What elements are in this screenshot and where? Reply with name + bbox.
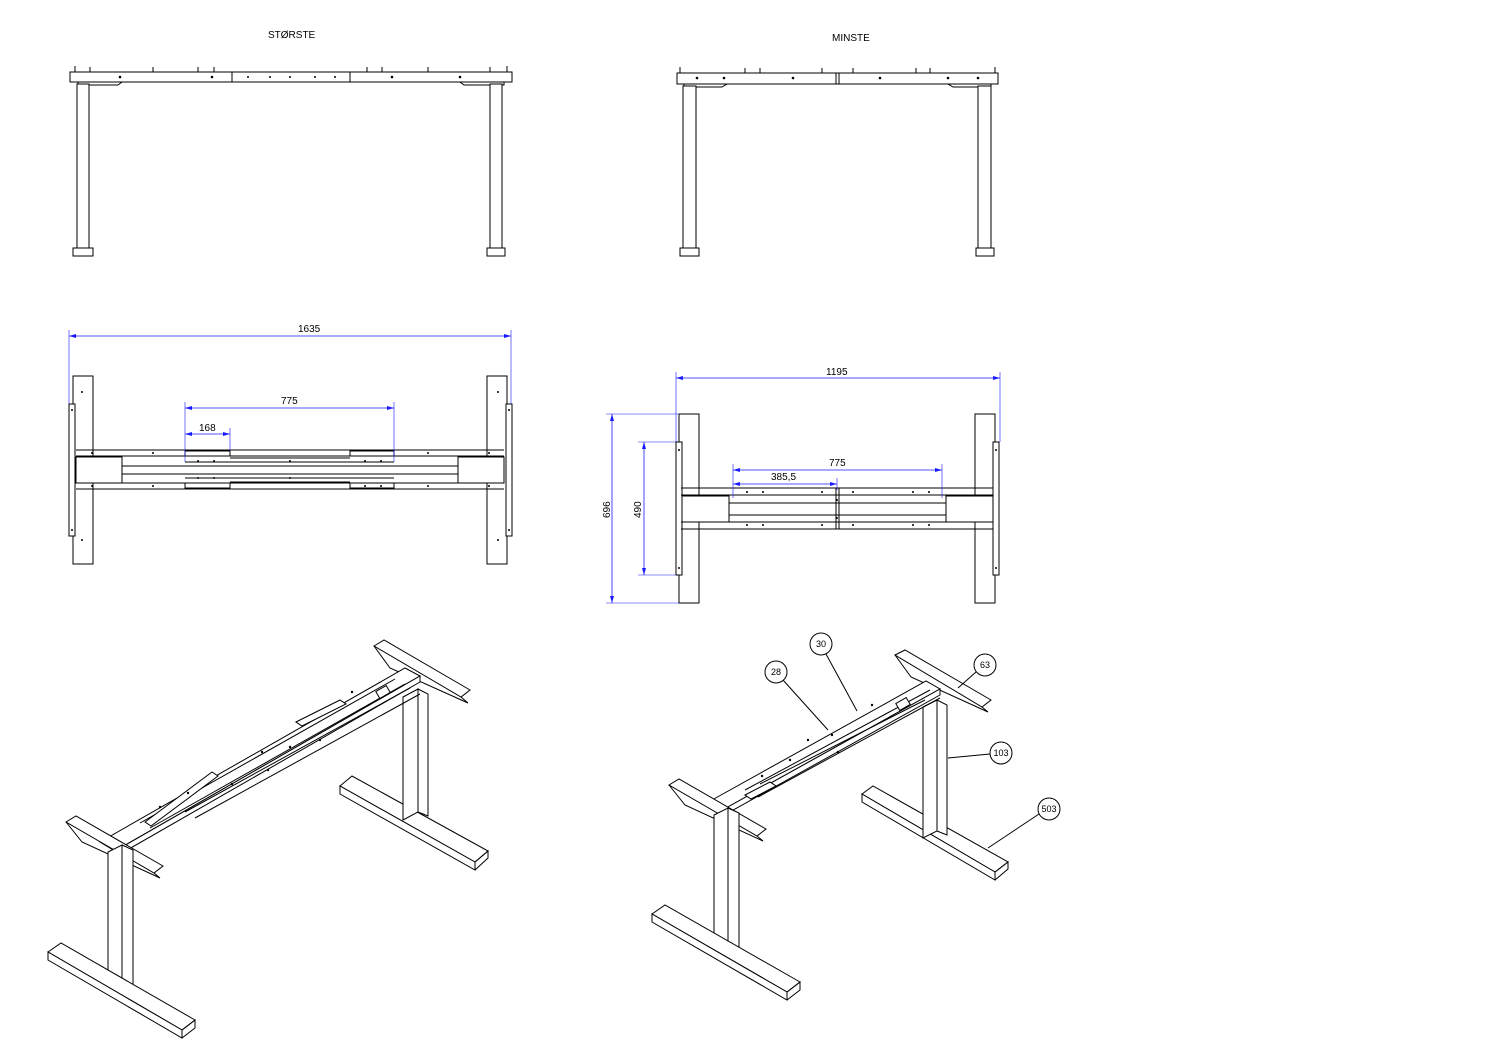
dimension-beam-offset: 168 (185, 423, 231, 451)
callout-label: 30 (816, 639, 826, 649)
dimension-label: 1195 (826, 367, 848, 378)
front-view-largest: STØRSTE (69, 30, 513, 257)
top-view-largest: 1635 775 168 (68, 324, 513, 565)
callout-30: 30 (809, 632, 858, 712)
dimension-depth-inner: 490 (633, 441, 676, 576)
callout-103: 103 (947, 741, 1013, 765)
frame-bolts (89, 67, 491, 79)
view-title-smallest: MINSTE (832, 33, 870, 44)
end-box-left (681, 495, 730, 523)
foot-left (72, 247, 94, 257)
dimension-depth-outer: 696 (602, 413, 679, 604)
dimension-label: 1635 (298, 324, 321, 335)
end-box-right (457, 456, 505, 484)
callout-63: 63 (957, 653, 997, 689)
rail-bolts (760, 703, 874, 778)
dimension-total-width: 1635 (68, 324, 512, 404)
rail-bolts (158, 690, 354, 809)
top-frame (676, 72, 999, 85)
inner-beam (184, 450, 231, 457)
foot-right (486, 247, 506, 257)
view-title-largest: STØRSTE (268, 30, 316, 41)
callout-28: 28 (764, 660, 829, 731)
dimension-label: 490 (633, 501, 644, 518)
dimension-beam-span: 775 (732, 458, 943, 498)
callout-label: 63 (980, 660, 990, 670)
front-view-smallest: MINSTE (676, 33, 999, 257)
bracket-right (505, 403, 513, 537)
rail-bolts (746, 491, 930, 526)
callout-503: 503 (987, 797, 1061, 849)
dimension-total-width: 1195 (675, 367, 1001, 442)
end-box-left (75, 456, 123, 484)
dimension-label: 168 (199, 423, 216, 434)
end-box-right (945, 495, 994, 523)
leg-left (682, 85, 697, 249)
bracket-left (68, 403, 76, 537)
top-view-smallest: 1195 775 385,5 696 (602, 367, 1001, 604)
callout-label: 28 (771, 667, 781, 677)
dimension-beam-span: 775 (184, 396, 395, 462)
dimension-label: 775 (281, 396, 298, 407)
frame-bolts (695, 68, 980, 80)
callout-label: 503 (1041, 804, 1056, 814)
isometric-view-smallest (651, 649, 1009, 1001)
leg-right (489, 83, 503, 249)
callout-label: 103 (993, 748, 1008, 758)
foot-right (975, 247, 995, 257)
dimension-label: 696 (602, 501, 613, 518)
foot-left (679, 247, 700, 257)
bracket-left (675, 441, 683, 576)
bracket-right (992, 441, 1000, 576)
dimension-beam-offset: 385,5 (733, 472, 838, 490)
leg-left (76, 83, 90, 249)
dimension-label: 385,5 (771, 472, 796, 483)
dimension-label: 775 (829, 458, 846, 469)
isometric-view-largest (47, 639, 489, 1039)
rail-bolts (91, 452, 490, 487)
leg-right (977, 85, 992, 249)
